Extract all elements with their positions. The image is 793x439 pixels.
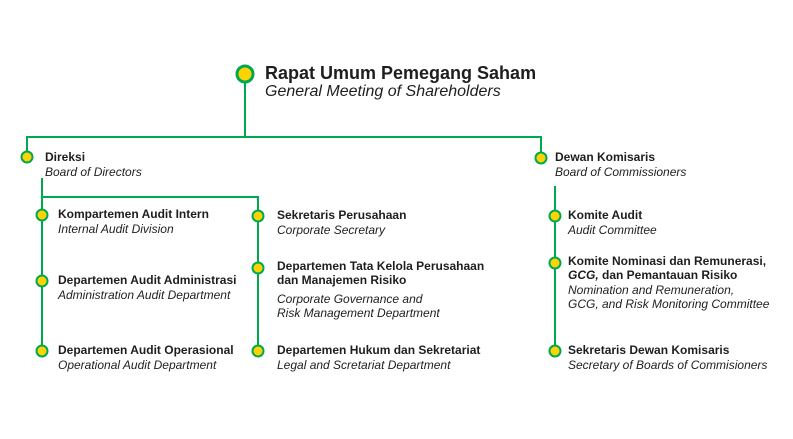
node-title: Departemen Audit Administrasi — [58, 273, 237, 287]
node-title: Komite Audit — [568, 208, 643, 222]
node-subtitle: Internal Audit Division — [58, 222, 174, 236]
connector-root-stem — [244, 82, 246, 137]
node-marker-komite-audit — [548, 209, 562, 223]
node-title: Sekretaris Perusahaan — [277, 208, 407, 222]
title-line-2: dan Manajemen Risiko — [277, 273, 407, 287]
node-title: Departemen Audit Operasional — [58, 343, 234, 357]
connector-mid-branch — [41, 196, 259, 198]
node-subtitle: Corporate Governance and Risk Management… — [277, 292, 484, 320]
node-marker-root — [235, 64, 255, 84]
node-marker-komite-nominasi — [548, 256, 562, 270]
node-marker-direksi — [20, 150, 34, 164]
node-title: Sekretaris Dewan Komisaris — [568, 343, 730, 357]
connector-left-column — [41, 178, 43, 352]
node-subtitle: Audit Committee — [568, 223, 657, 237]
node-subtitle: Board of Directors — [45, 165, 142, 179]
title-line-2-rest: dan Pemantauan Risiko — [598, 268, 738, 282]
node-marker-sekretaris-dewan — [548, 344, 562, 358]
node-subtitle: Corporate Secretary — [277, 223, 386, 237]
subtitle-line-2: Risk Management Department — [277, 306, 440, 320]
org-node-direksi: Direksi Board of Directors — [45, 150, 142, 179]
title-gcg-italic: GCG, — [568, 268, 599, 282]
connector-main-bus — [26, 136, 542, 138]
connector-drop-direksi — [26, 136, 28, 152]
node-marker-audit-operasional — [35, 344, 49, 358]
org-node-komite-nominasi: Komite Nominasi dan Remunerasi, GCG, dan… — [568, 254, 769, 311]
node-title: Direksi — [45, 150, 86, 164]
node-marker-audit-administrasi — [35, 274, 49, 288]
title-line-1: Komite Nominasi dan Remunerasi, — [568, 254, 767, 268]
org-node-dewan-komisaris: Dewan Komisaris Board of Commissioners — [555, 150, 686, 179]
node-title: Kompartemen Audit Intern — [58, 207, 209, 221]
node-marker-hukum-sekretariat — [251, 344, 265, 358]
node-subtitle: Nomination and Remuneration, GCG, and Ri… — [568, 283, 769, 311]
node-subtitle: Legal and Scretariat Department — [277, 358, 451, 372]
org-node-komite-audit: Komite Audit Audit Committee — [568, 208, 657, 237]
node-title: Departemen Tata Kelola Perusahaan dan Ma… — [277, 259, 484, 287]
org-node-sekretaris-dewan: Sekretaris Dewan Komisaris Secretary of … — [568, 343, 767, 372]
node-marker-audit-intern — [35, 208, 49, 222]
subtitle-line-1: Corporate Governance and — [277, 292, 423, 306]
org-node-hukum-sekretariat: Departemen Hukum dan Sekretariat Legal a… — [277, 343, 480, 372]
node-marker-sekretaris-perusahaan — [251, 209, 265, 223]
subtitle-line-2: GCG, and Risk Monitoring Committee — [568, 297, 770, 311]
connector-drop-komisaris — [540, 136, 542, 153]
node-subtitle: Board of Commissioners — [555, 165, 687, 179]
node-title: Komite Nominasi dan Remunerasi, GCG, dan… — [568, 254, 769, 282]
org-node-tata-kelola: Departemen Tata Kelola Perusahaan dan Ma… — [277, 259, 484, 320]
org-node-sekretaris-perusahaan: Sekretaris Perusahaan Corporate Secretar… — [277, 208, 406, 237]
title-line-2: GCG, dan Pemantauan Risiko — [568, 268, 769, 282]
node-subtitle: Secretary of Boards of Commisioners — [568, 358, 768, 372]
title-line-1: Departemen Tata Kelola Perusahaan — [277, 259, 485, 273]
node-subtitle: Operational Audit Department — [58, 358, 217, 372]
org-node-audit-operasional: Departemen Audit Operasional Operational… — [58, 343, 234, 372]
subtitle-line-1: Nomination and Remuneration, — [568, 283, 735, 297]
node-marker-tata-kelola — [251, 261, 265, 275]
org-node-audit-intern: Kompartemen Audit Intern Internal Audit … — [58, 207, 209, 236]
node-title: Dewan Komisaris — [555, 150, 656, 164]
node-marker-dewan-komisaris — [534, 151, 548, 165]
node-title: Departemen Hukum dan Sekretariat — [277, 343, 481, 357]
node-title: Rapat Umum Pemegang Saham — [265, 63, 537, 83]
org-node-rapat-umum: Rapat Umum Pemegang Saham General Meetin… — [265, 63, 536, 101]
node-subtitle: General Meeting of Shareholders — [265, 83, 501, 100]
node-subtitle: Administration Audit Department — [58, 288, 231, 302]
org-node-audit-administrasi: Departemen Audit Administrasi Administra… — [58, 273, 236, 302]
